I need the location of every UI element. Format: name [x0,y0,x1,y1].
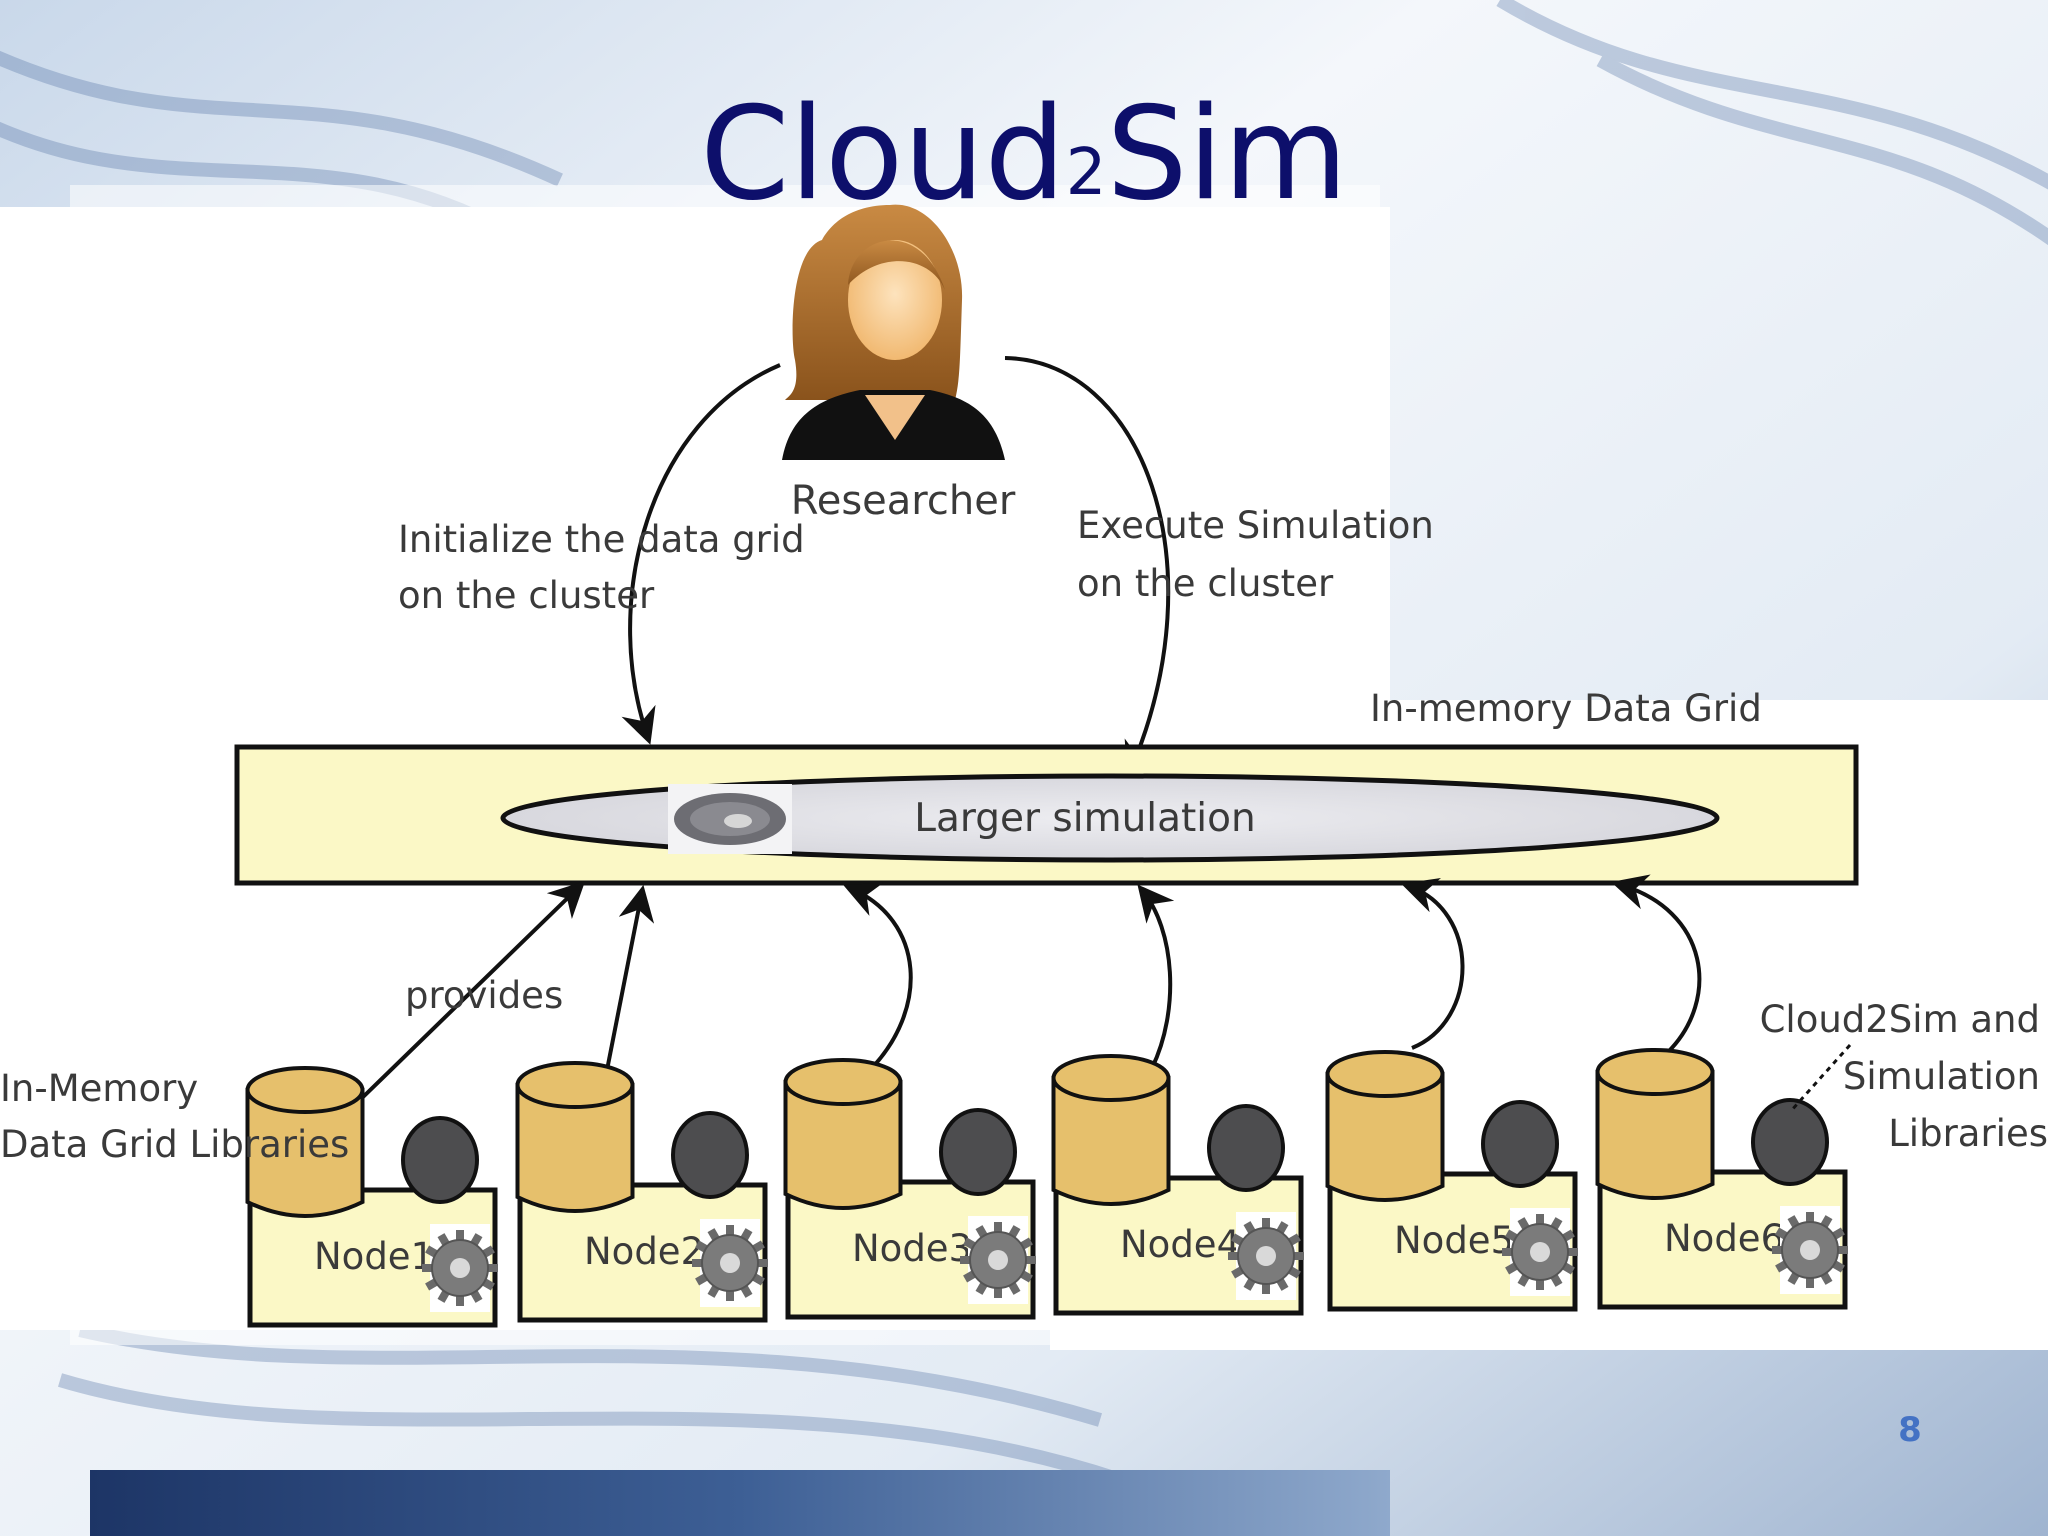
execute-label-line2: on the cluster [1077,562,1334,605]
node-5: Node5 [1325,1050,1578,1312]
simulation-library-disk-icon [939,1108,1017,1196]
data-grid-cylinder-icon [1325,1050,1445,1202]
slide-page-number: 8 [1898,1410,1922,1450]
node-label: Node1 [314,1235,434,1278]
data-grid-cylinder-icon [1051,1054,1171,1206]
sim-libraries-label-line1: Cloud2Sim and [1760,998,2040,1041]
researcher-label: Researcher [791,478,1016,524]
node-1: Node1 [245,1066,498,1328]
data-grid-cylinder-icon [783,1058,903,1210]
gear-icon [1228,1212,1304,1300]
gear-icon [960,1216,1036,1304]
node-label: Node3 [852,1227,972,1270]
gear-icon [1772,1206,1848,1294]
node1-arrow [360,880,586,1100]
node4-arrow [1137,884,1175,1069]
node-6: Node6 [1595,1048,1848,1310]
gear-icon [692,1219,768,1307]
node-label: Node4 [1120,1223,1240,1266]
data-grid-cylinder-icon [515,1061,635,1213]
sim-libraries-label-line2: Simulation [1843,1055,2040,1098]
initialize-label-line1: Initialize the data grid [398,518,805,561]
data-grid-cylinder-icon [1595,1048,1715,1200]
node-label: Node5 [1394,1219,1514,1262]
title-superscript: 2 [1065,136,1107,210]
execute-label-line1: Execute Simulation [1077,504,1434,547]
sim-libraries-label-line3: Libraries [1888,1112,2048,1155]
gear-icon [1502,1208,1578,1296]
node-4: Node4 [1051,1054,1304,1316]
sim-libraries-pointer [1788,1043,1852,1114]
data-grid-label: In-memory Data Grid [1370,687,1762,730]
provides-label: provides [405,974,563,1017]
researcher-avatar-icon [782,204,1005,460]
initialize-label-line2: on the cluster [398,574,655,617]
node5-arrow [1401,878,1465,1050]
simulation-library-disk-icon [1751,1098,1829,1186]
node6-arrow [1611,874,1702,1054]
node-label: Node2 [584,1230,704,1273]
simulation-library-disk-icon [1207,1104,1285,1192]
node2-arrow [605,884,655,1071]
imdg-libraries-label-line1: In-Memory [0,1067,198,1110]
execute-arrow [1004,356,1171,779]
title-text-main: Cloud [700,80,1066,229]
title-text-end: Sim [1106,80,1348,229]
simulation-library-disk-icon [401,1116,479,1204]
simulation-gear-icon [668,784,792,854]
larger-simulation-label: Larger simulation [914,796,1255,841]
node-3: Node3 [783,1058,1036,1320]
node3-arrow [843,882,913,1074]
simulation-library-disk-icon [671,1111,749,1199]
initialize-arrow [621,363,781,745]
larger-simulation-oval [500,773,1720,863]
gear-icon [422,1224,498,1312]
node-2: Node2 [515,1061,768,1323]
slide-title: Cloud2Sim [0,80,2048,230]
simulation-library-disk-icon [1481,1100,1559,1188]
node-label: Node6 [1664,1217,1784,1260]
data-grid-cylinder-icon [245,1066,365,1218]
imdg-libraries-label-line2: Data Grid Libraries [0,1123,349,1166]
